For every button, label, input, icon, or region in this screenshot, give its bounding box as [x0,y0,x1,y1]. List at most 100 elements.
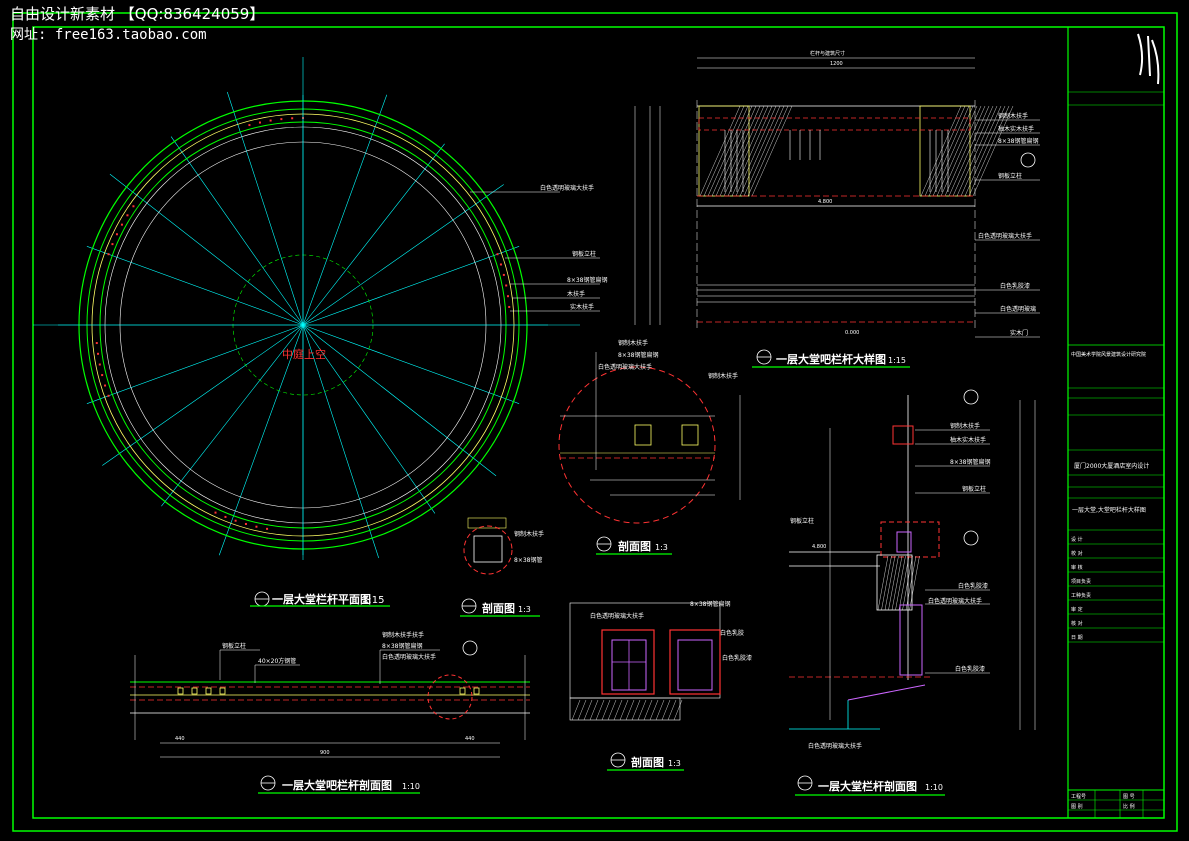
tb-project: 厦门2000大厦酒店室内设计 [1074,462,1149,470]
hatch-line [625,699,635,721]
hatch-line [956,105,998,197]
outer-frame [12,12,1178,832]
hatch-line [960,105,1002,197]
svg-text:白色透明玻璃大扶手: 白色透明玻璃大扶手 [808,742,862,750]
tb-row-label: 审 核 [1071,564,1083,571]
hatch-line [589,699,599,721]
hatch-line [667,699,677,721]
detail-callout: 钢制木扶手 8×38钢管扁钢 白色透明玻璃大扶手 钢制木扶手 [558,339,741,524]
bar-railing-elevation: 栏杆与建筑尺寸 1200 4.800 0.000 钢制木 [634,50,1040,368]
hatch-line [920,105,962,197]
plan-post-mark [496,253,499,256]
watermark-line-1: 自由设计新素材 【QQ:836424059】 [10,5,265,23]
plan-post-mark [95,342,98,345]
tb-design-company: 中国美术学院风景建筑设计研究院 [1071,351,1146,358]
hatch-line [643,699,653,721]
plan-post-mark [107,394,110,397]
plan-post-mark [104,384,107,387]
tb-row-label: 日 期 [1071,635,1083,641]
hatch-line [968,105,1010,197]
tb-row-label: 设 计 [1071,536,1083,543]
hatch-line [723,105,765,197]
svg-text:钢板立柱: 钢板立柱 [572,250,596,258]
hatch-line [905,555,917,611]
tb-row-label: 核 对 [1071,620,1083,627]
plan-ray [170,136,304,326]
hatch-line [637,699,647,721]
svg-text:白色透明玻璃: 白色透明玻璃 [1000,305,1036,313]
section-c-title: 剖面图 [631,755,664,769]
hatch-line [719,105,761,197]
hatch-line [735,105,777,197]
long-section-drawing: 900 440 440 钢板立柱 40×20方钢管 钢制木扶手扶手 8×38钢管… [130,631,530,794]
elev-level-bottom: 0.000 [845,330,859,336]
section-a-title: 剖面图 [482,601,515,615]
tb-bottom-left-0: 工程号 [1071,793,1086,800]
svg-text:8×38钢管扁钢: 8×38钢管扁钢 [950,458,990,466]
plan-post-mark [266,527,269,530]
tb-bottom-left-1: 图 别 [1071,803,1083,810]
section-a-scale: 1:3 [518,605,531,614]
hatch-line [909,555,920,611]
svg-text:实木门: 实木门 [1010,329,1028,337]
plan-post-mark [214,511,217,514]
hatch-line [601,699,611,721]
tb-bottom-right-1: 比 例 [1123,803,1135,810]
baluster-post [459,687,466,695]
plan-post-mark [269,119,272,122]
svg-text:栏杆与建筑尺寸: 栏杆与建筑尺寸 [810,50,845,57]
svg-text:钢板立柱: 钢板立柱 [222,642,246,650]
tb-bottom-right-0: 图 号 [1123,794,1135,800]
hatch-line [699,105,741,197]
plan-ray [302,324,520,404]
hatch-line [619,699,629,721]
svg-text:白色乳胶漆: 白色乳胶漆 [955,665,985,673]
hatch-line [661,699,671,721]
plan-ray [302,143,445,326]
plan-post-mark [280,118,283,121]
hatch-line [924,105,966,197]
plan-ray [302,324,497,477]
hatch-line [902,555,913,611]
hatch-line [631,699,641,721]
right-section-drawing: 4.800 钢制木扶手 柚木实木扶手 8×38钢管扁钢 钢板立柱 白色乳胶漆 白… [789,389,1036,796]
small-section-3: 白色透明玻璃大扶手 8×38钢管扁钢 白色乳胶 白色乳胶漆 剖面图 1:3 [569,600,752,771]
hatch-line [751,105,793,197]
hatch-line [595,699,605,721]
svg-text:柚木实木扶手: 柚木实木扶手 [998,125,1034,133]
plan-ray [102,324,304,466]
hatch-line [715,105,757,197]
hatch-line [739,105,781,197]
tb-row-label: 工种负责 [1071,592,1091,599]
plan-post-mark [248,124,251,127]
railing-plan-drawing: 中庭上空 白色透明玻璃大扶手 钢板立柱 8×38钢管扁钢 木扶手 实木扶手 一层… [33,57,607,607]
small-section-2: 剖面图 1:3 [596,536,672,555]
hatch-line [571,699,581,721]
hatch-line [731,105,773,197]
hatch-line [877,555,889,611]
svg-text:白色透明玻璃大扶手: 白色透明玻璃大扶手 [590,612,644,620]
svg-text:实木扶手: 实木扶手 [570,303,594,311]
svg-text:8×38钢管扁钢: 8×38钢管扁钢 [998,137,1038,145]
hatch-line [655,699,665,721]
svg-text:8×38钢管: 8×38钢管 [514,556,542,564]
plan-post-mark [224,515,227,518]
svg-text:8×38钢管扁钢: 8×38钢管扁钢 [618,351,658,359]
svg-text:白色乳胶漆: 白色乳胶漆 [958,582,988,590]
plan-post-mark [115,233,118,236]
hatch-line [888,555,899,611]
svg-text:钢制木扶手: 钢制木扶手 [998,112,1028,120]
hatch-line [972,105,1014,197]
plan-post-mark [98,363,101,366]
right-level: 4.800 [812,544,826,550]
plan-post-mark [107,253,110,256]
svg-text:钢制木扶手: 钢制木扶手 [514,530,544,538]
hatch-line [613,699,623,721]
hatch-line [952,105,994,197]
plan-ray [302,324,379,559]
hatch-line [940,105,982,197]
tb-drawing-name: 一层大堂,大堂吧栏杆大样图 [1072,506,1146,514]
title-block: 中国美术学院风景建筑设计研究院 厦门2000大厦酒店室内设计 一层大堂,大堂吧栏… [1067,27,1164,818]
elev-level-top: 4.800 [818,199,832,205]
